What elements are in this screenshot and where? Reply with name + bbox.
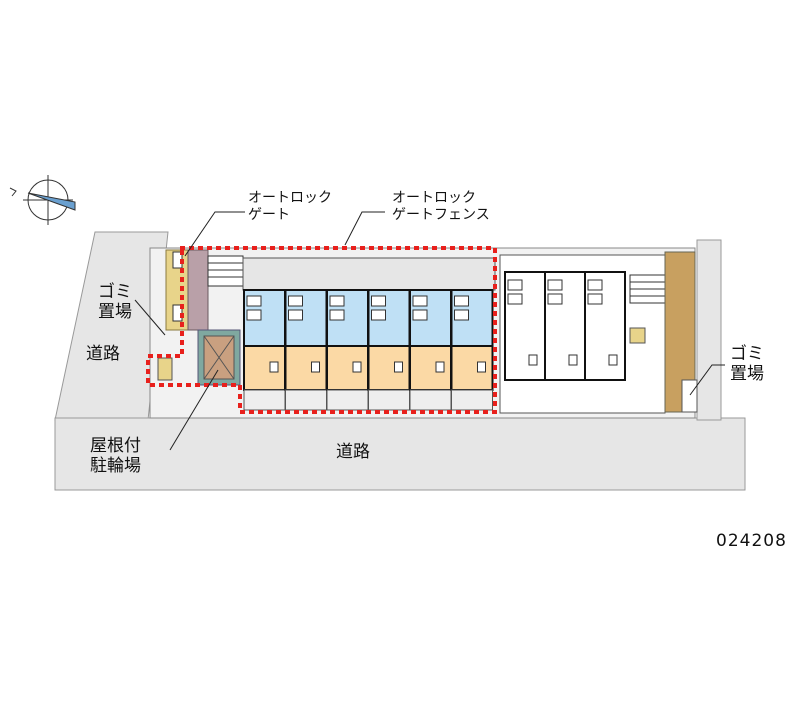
- autolock-gate-label: オートロックゲート: [248, 190, 332, 223]
- annex-building-units: [504, 271, 626, 381]
- stairs-annex: [629, 274, 666, 304]
- main-corridor: [242, 257, 496, 291]
- unit-1-living-room: [243, 345, 286, 391]
- garbage-right-label: ゴミ置場: [730, 344, 764, 384]
- road-left-label: 道路: [86, 344, 120, 364]
- road-bottom-label: 道路: [336, 442, 370, 462]
- garbage-box-left: [157, 357, 173, 381]
- autolock-fence: [146, 246, 497, 414]
- autolock-gate-fence-label: オートロックゲートフェンス: [392, 190, 490, 223]
- property-code: 024208: [716, 531, 787, 551]
- unit-3-living-room: [326, 345, 369, 391]
- north-compass-icon: [9, 175, 76, 225]
- garbage-box-annex: [629, 327, 646, 344]
- right-road: [696, 239, 722, 421]
- stairs-main: [207, 255, 244, 287]
- unit-5-living-room: [409, 345, 452, 391]
- garbage-left-label: ゴミ置場: [98, 282, 132, 322]
- main-building-units: [243, 289, 494, 411]
- unit-2-living-room: [284, 345, 328, 391]
- unit-6-living-room: [450, 345, 494, 391]
- unit-4-living-room: [367, 345, 411, 391]
- bicycle-parking-label: 屋根付駐輪場: [90, 436, 141, 476]
- garbage-area-right: [681, 379, 698, 413]
- bottom-road: [54, 417, 746, 491]
